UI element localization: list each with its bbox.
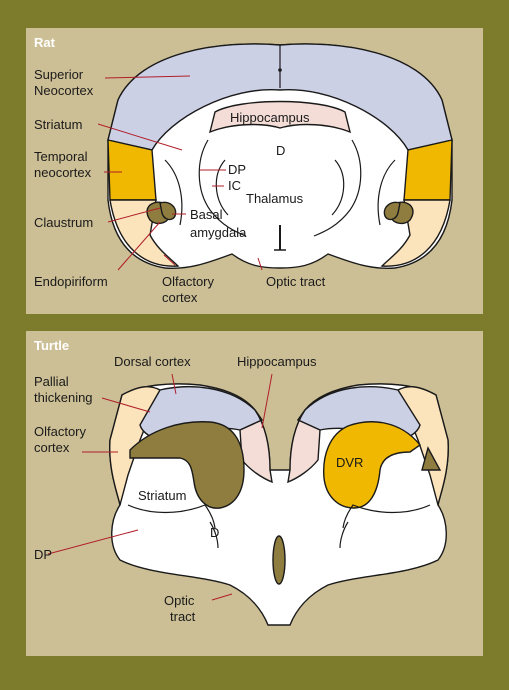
rat-hippocampus	[208, 100, 352, 134]
leader-dp-turtle	[47, 529, 139, 555]
leader-striatum	[97, 123, 183, 151]
turtle-title: Turtle	[34, 338, 69, 353]
leader-dorsal-cortex	[171, 373, 177, 395]
label-optic-tract: Optic tract	[266, 274, 326, 289]
turtle-dvr-right	[323, 421, 422, 509]
label-temporal-1: Temporal	[34, 149, 88, 164]
leader-optic-tract-turtle	[211, 593, 233, 601]
label-optic-turtle-1: Optic	[164, 593, 195, 608]
turtle-striatum-boundary-left	[127, 504, 216, 529]
leader-hippocampus	[261, 373, 273, 429]
rat-ventricle-right	[313, 139, 362, 237]
rat-claustrum-right	[383, 201, 401, 221]
rat-internal-capsule-left	[215, 159, 229, 216]
label-pallial-1: Pallial	[34, 374, 69, 389]
label-olfactory-1: Olfactory	[162, 274, 215, 289]
turtle-dvr-left	[129, 421, 245, 509]
label-pallial-2: thickening	[34, 390, 93, 405]
label-d-turtle: D	[210, 525, 219, 540]
label-basal-1: Basal	[190, 207, 223, 222]
label-hippocampus: Hippocampus	[230, 110, 310, 125]
label-olfactory-turtle-1: Olfactory	[34, 424, 87, 439]
turtle-olive-wedge-right	[421, 446, 442, 471]
rat-striatum-boundary-left	[164, 159, 183, 226]
rat-midline-dot	[278, 68, 282, 72]
turtle-panel: Turtle Dorsal cortex	[26, 331, 483, 656]
label-dp: DP	[228, 162, 246, 177]
label-basal-2: amygdala	[190, 225, 247, 240]
rat-striatum-boundary-right	[377, 159, 396, 226]
rat-title: Rat	[34, 35, 56, 50]
rat-olfactory-cortex-right	[380, 199, 451, 267]
label-olfactory-2: cortex	[162, 290, 198, 305]
rat-temporal-neocortex-right	[403, 139, 453, 201]
turtle-center-ventricle	[272, 535, 286, 585]
leader-superior-neocortex	[104, 75, 191, 79]
label-striatum-turtle: Striatum	[138, 488, 186, 503]
rat-internal-capsule-right	[331, 159, 345, 216]
turtle-inner-line-left	[209, 521, 219, 549]
label-claustrum: Claustrum	[34, 215, 93, 230]
leader-endopiriform	[117, 221, 161, 271]
label-optic-turtle-2: tract	[170, 609, 196, 624]
label-endopiriform: Endopiriform	[34, 274, 108, 289]
label-ic: IC	[228, 178, 241, 193]
label-dvr: DVR	[336, 455, 363, 470]
label-dorsal-cortex: Dorsal cortex	[114, 354, 191, 369]
label-hippocampus-turtle: Hippocampus	[237, 354, 317, 369]
rat-panel: Rat	[26, 28, 483, 314]
label-superior-neocortex-2: Neocortex	[34, 83, 94, 98]
rat-temporal-neocortex-left	[107, 139, 157, 201]
label-thalamus: Thalamus	[246, 191, 304, 206]
label-olfactory-turtle-2: cortex	[34, 440, 70, 455]
label-dp-turtle: DP	[34, 547, 52, 562]
turtle-inner-line-right	[339, 521, 349, 549]
label-temporal-2: neocortex	[34, 165, 92, 180]
label-striatum: Striatum	[34, 117, 82, 132]
leader-pallial-thickening	[101, 397, 151, 413]
rat-claustrum-left	[159, 201, 177, 221]
rat-superior-neocortex	[107, 43, 453, 151]
rat-ventricle-left	[198, 139, 247, 237]
label-d: D	[276, 143, 285, 158]
turtle-striatum-boundary-right	[342, 504, 431, 529]
leader-claustrum	[107, 207, 161, 223]
label-superior-neocortex-1: Superior	[34, 67, 84, 82]
leader-optic-tract	[257, 257, 263, 271]
turtle-hippocampus-right	[287, 409, 321, 484]
leader-olfactory-cortex	[163, 254, 176, 266]
